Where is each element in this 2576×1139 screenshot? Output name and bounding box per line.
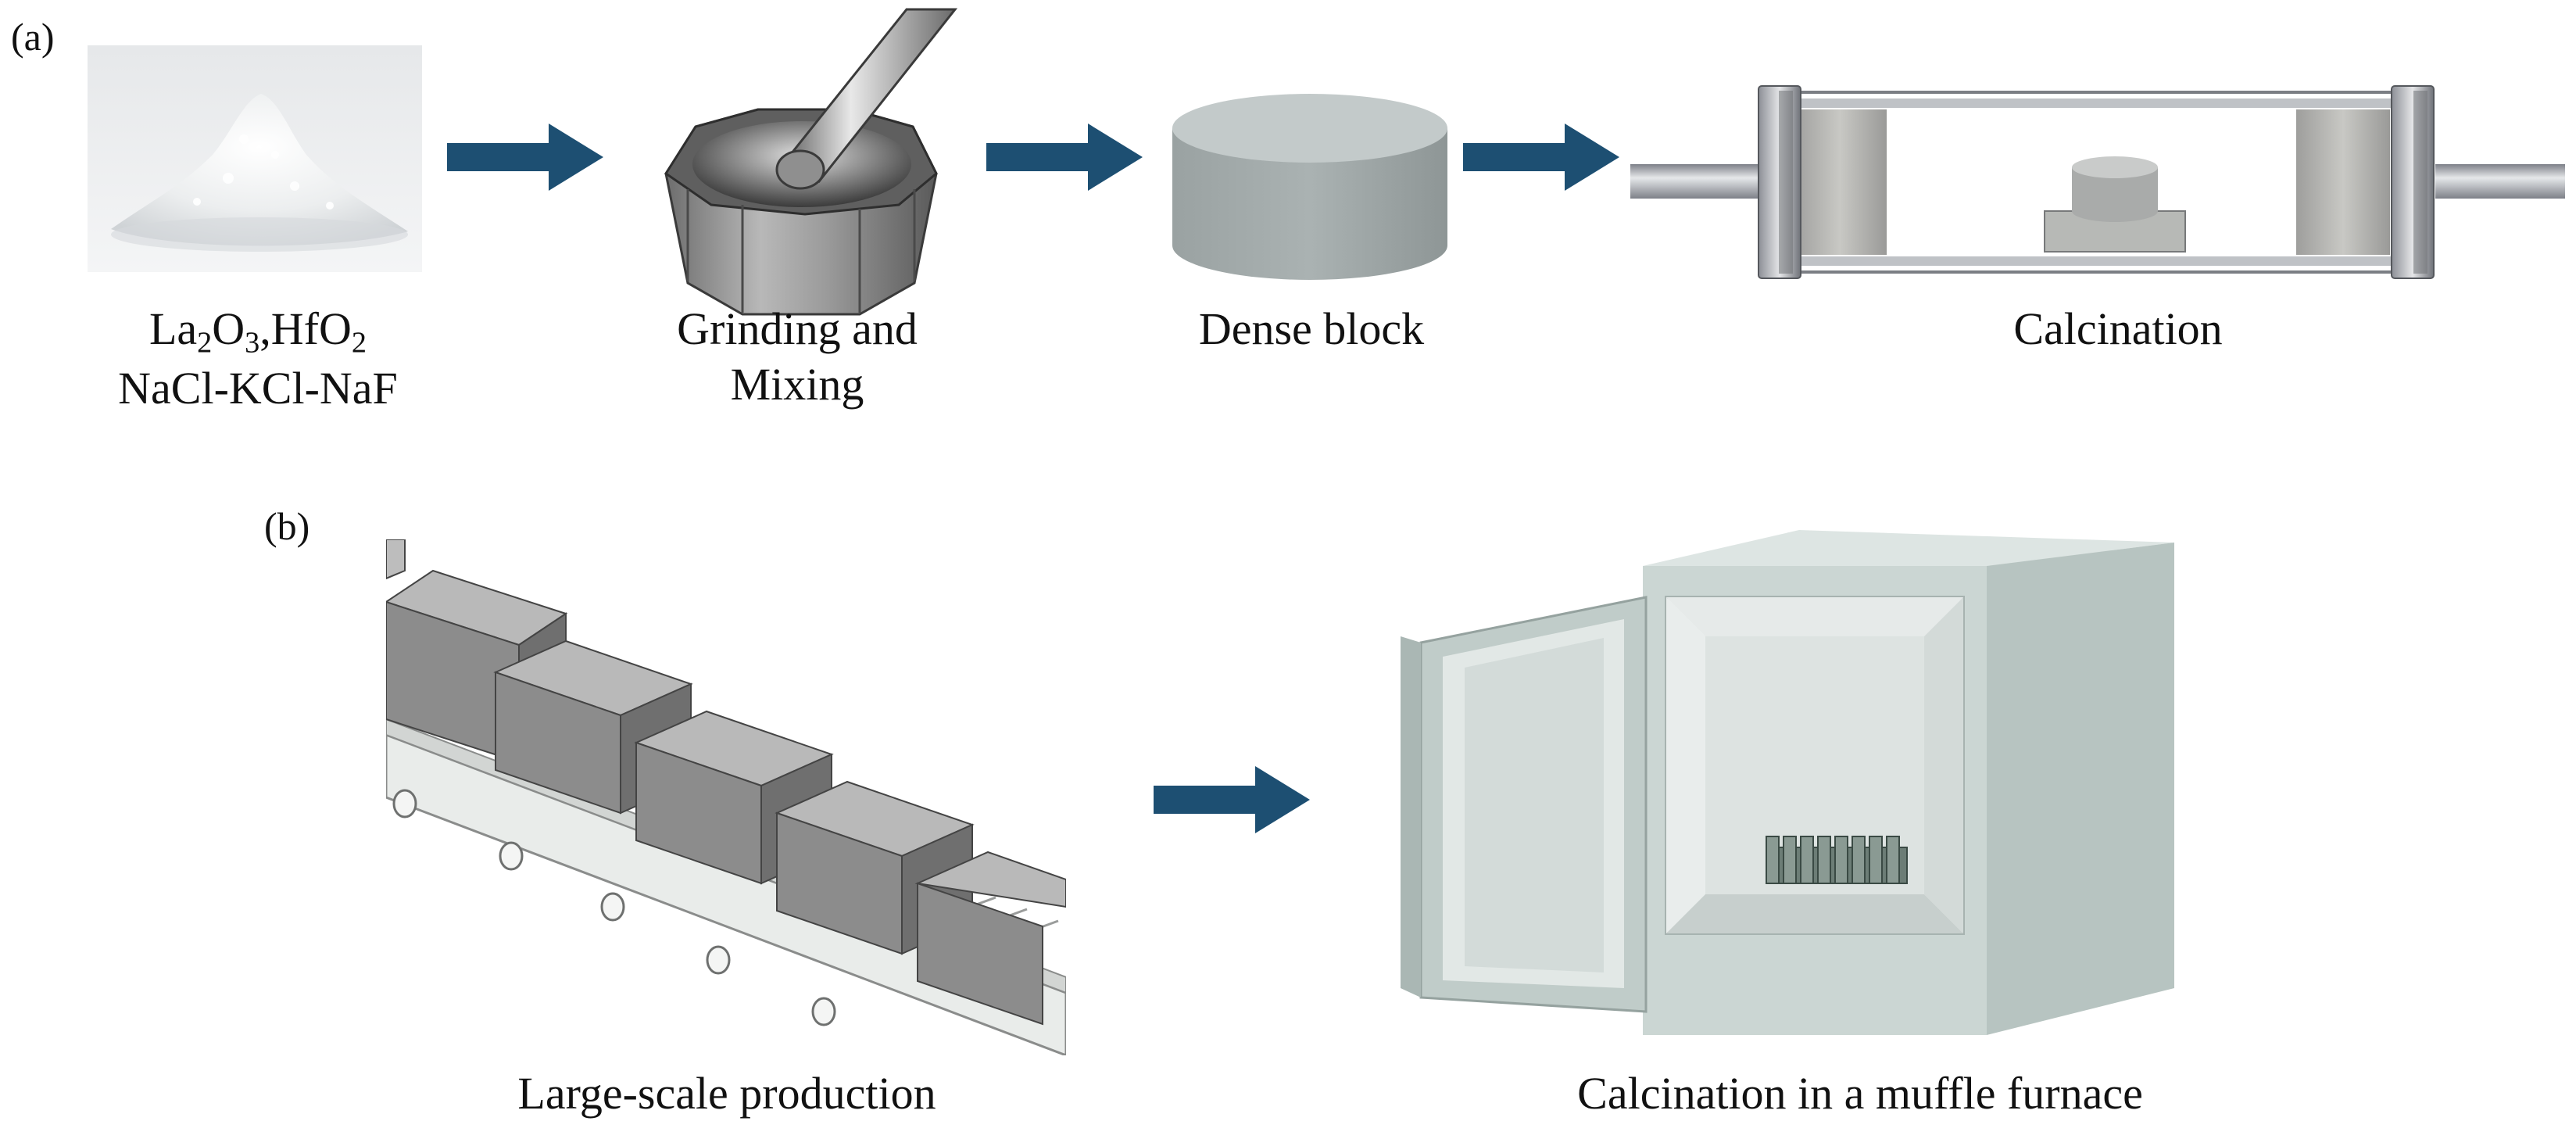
powder-caption-formula: La2O3,HfO2 bbox=[94, 302, 422, 361]
production-caption: Large-scale production bbox=[517, 1068, 936, 1119]
arrow-right-icon bbox=[447, 124, 603, 191]
dense-block-caption: Dense block bbox=[1198, 303, 1425, 354]
arrow-right-icon bbox=[1463, 124, 1619, 191]
arrow-right-icon bbox=[1154, 766, 1310, 833]
formula-o-sub: 3 bbox=[245, 326, 260, 360]
grinding-caption: Grinding and Mixing bbox=[641, 302, 953, 413]
panel-a-label: (a) bbox=[11, 15, 55, 59]
conveyor-production-image bbox=[386, 539, 1066, 1055]
formula-hf: ,HfO bbox=[259, 303, 352, 354]
muffle-furnace-image bbox=[1401, 530, 2174, 1035]
powder-caption-salts: NaCl-KCl-NaF bbox=[118, 363, 398, 414]
mortar-pestle-image bbox=[664, 8, 958, 316]
grinding-caption-line2: Mixing bbox=[730, 358, 864, 410]
powder-pile-image bbox=[88, 45, 422, 272]
formula-la: La bbox=[148, 303, 198, 354]
grinding-caption-line1: Grinding and bbox=[677, 303, 918, 354]
muffle-caption: Calcination in a muffle furnace bbox=[1577, 1068, 2143, 1119]
powder-caption: La2O3,HfO2 NaCl-KCl-NaF bbox=[94, 302, 422, 417]
formula-la-sub: 2 bbox=[197, 326, 213, 360]
dense-block-image bbox=[1172, 94, 1447, 280]
calcination-caption: Calcination bbox=[2013, 303, 2223, 354]
formula-hf-sub: 2 bbox=[351, 326, 367, 360]
formula-o: O bbox=[212, 303, 245, 354]
tube-furnace-image bbox=[1630, 85, 2565, 279]
arrow-right-icon bbox=[986, 124, 1143, 191]
panel-b-label: (b) bbox=[264, 504, 310, 548]
